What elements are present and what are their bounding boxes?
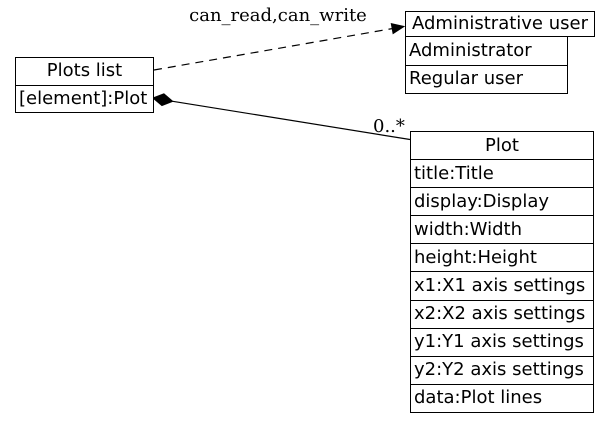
attribute-row: x2:X2 axis settings	[411, 299, 593, 328]
attribute-row: width:Width	[411, 215, 593, 243]
node-administrative-user: Administrative user	[405, 11, 595, 37]
node-administrative-user-variants: Administrator Regular user	[405, 36, 568, 94]
arrowhead-icon	[390, 22, 406, 35]
node-administrative-user-title: Administrative user	[411, 13, 588, 34]
attribute-row: data:Plot lines	[411, 383, 593, 412]
node-plot-title: Plot	[485, 134, 519, 156]
attribute-row: y1:Y1 axis settings	[411, 327, 593, 356]
node-plots-list-title: Plots list	[46, 60, 123, 82]
attribute-row: display:Display	[411, 187, 593, 215]
dependency-edge-line	[153, 28, 393, 71]
edge-label-can-read-write: can_read,can_write	[189, 5, 367, 26]
attribute-row: [element]:Plot	[16, 84, 153, 113]
variant-row: Regular user	[406, 64, 567, 94]
attribute-row: y2:Y2 axis settings	[411, 355, 593, 384]
composition-diamond-icon	[152, 93, 174, 107]
multiplicity-label: 0..*	[373, 116, 405, 137]
variant-row: Administrator	[409, 39, 532, 61]
node-plots-list: Plots list [element]:Plot	[15, 57, 154, 113]
node-plot: Plot title:Title display:Display width:W…	[410, 131, 594, 413]
attribute-row: x1:X1 axis settings	[411, 271, 593, 299]
attribute-row: title:Title	[411, 159, 593, 187]
attribute-row: height:Height	[411, 243, 593, 271]
